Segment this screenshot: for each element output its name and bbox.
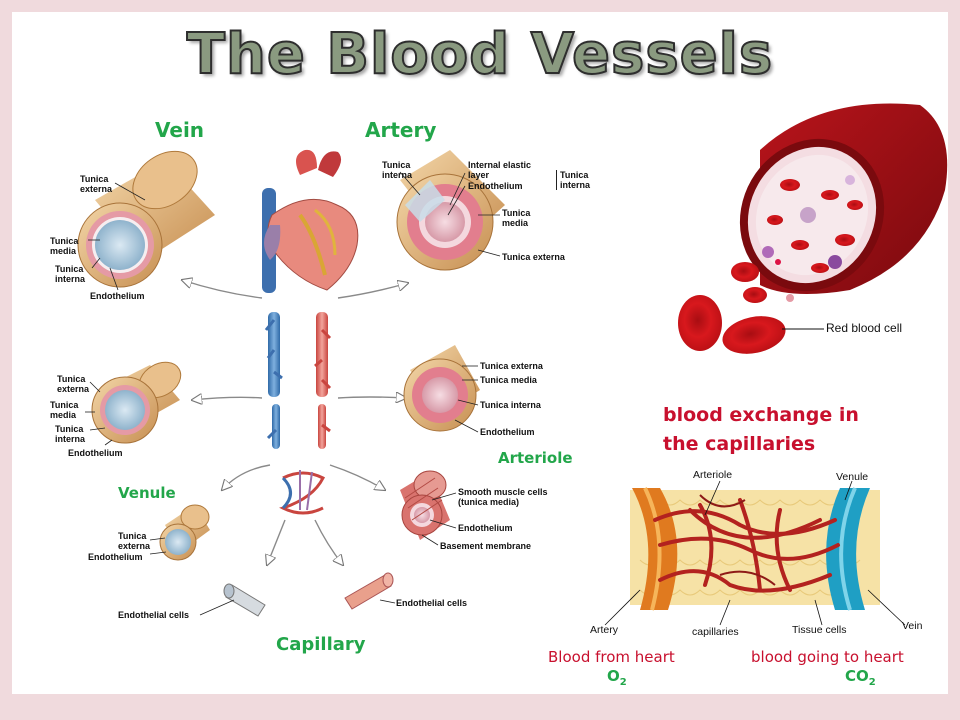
exchange-heading: blood exchange in the capillaries: [663, 401, 859, 459]
exchange-heading-line2: the capillaries: [663, 433, 816, 455]
artery-label-tunica-externa: Tunica externa: [502, 252, 565, 262]
arteriole-label-smooth-muscle: Smooth muscle cells (tunica media): [458, 487, 548, 507]
venule-label-endothelium: Endothelium: [88, 552, 143, 562]
blood-to-heart-label: blood going to heart: [751, 648, 904, 666]
leader-lines: [85, 171, 501, 616]
co2-text: CO: [845, 667, 869, 685]
small-artery-label-tunica-media: Tunica media: [480, 375, 537, 385]
small-vein-label-endothelium: Endothelium: [68, 448, 123, 458]
red-blood-cell-label: Red blood cell: [826, 321, 903, 335]
venule-heading: Venule: [118, 484, 176, 502]
small-artery-cross-section: [403, 345, 480, 432]
artery-label-internal-elastic: Internal elastic layer: [468, 160, 532, 180]
co2-label: CO2: [845, 667, 876, 688]
vein-label-endothelium: Endothelium: [90, 291, 145, 301]
exchange-label-capillaries: capillaries: [692, 626, 739, 638]
capillary-tube-vein-side: [223, 583, 266, 617]
blood-from-heart-label: Blood from heart: [548, 648, 675, 666]
vein-label-tunica-externa: Tunica externa: [80, 174, 113, 194]
capillary-exchange-illustration: [604, 480, 906, 626]
small-vein-label-tunica-externa: Tunica externa: [57, 374, 90, 394]
artery-label-tunica-interna-left: Tunica interna: [382, 160, 413, 180]
vein-cross-section: [77, 150, 215, 288]
exchange-label-venule: Venule: [836, 471, 869, 483]
small-artery-label-tunica-externa: Tunica externa: [480, 361, 543, 371]
exchange-label-artery: Artery: [590, 624, 619, 636]
exchange-label-vein: Vein: [902, 620, 923, 632]
artery-heading: Artery: [365, 118, 437, 142]
small-vein-cross-section: [91, 361, 182, 444]
vein-label-tunica-interna: Tunica interna: [55, 264, 86, 284]
artery-label-tunica-interna-right: Tunica interna: [556, 170, 590, 190]
co2-subscript: 2: [868, 677, 876, 688]
small-artery-label-tunica-interna: Tunica interna: [480, 400, 541, 410]
o2-subscript: 2: [619, 677, 627, 688]
capillary-heading: Capillary: [276, 634, 366, 655]
venule-cross-section: [159, 504, 210, 561]
o2-label: O2: [607, 667, 627, 688]
heart-illustration: [262, 149, 359, 293]
blood-vessel-illustration: [678, 103, 948, 354]
exchange-leader-lines: [604, 480, 906, 626]
flow-arrows: [182, 280, 408, 565]
exchange-label-arteriole: Arteriole: [693, 469, 733, 481]
artery-strip: [314, 312, 332, 449]
arteriole-cross-section: [400, 470, 450, 540]
capillary-label-right: Endothelial cells: [396, 598, 468, 608]
vein-label-tunica-media: Tunica media: [50, 236, 79, 256]
page-title: The Blood Vessels: [186, 21, 774, 88]
vein-heading: Vein: [155, 118, 205, 142]
arteriole-label-endothelium: Endothelium: [458, 523, 513, 533]
small-vein-label-tunica-interna: Tunica interna: [55, 424, 86, 444]
exchange-label-tissue-cells: Tissue cells: [792, 624, 847, 636]
capillary-label-left: Endothelial cells: [118, 610, 190, 620]
artery-label-endothelium: Endothelium: [468, 181, 523, 191]
o2-text: O: [607, 667, 620, 685]
exchange-heading-line1: blood exchange in: [663, 404, 859, 426]
venule-label-tunica-externa: Tunica externa: [118, 531, 151, 551]
small-vein-label-tunica-media: Tunica media: [50, 400, 79, 420]
artery-label-tunica-media: Tunica media: [502, 208, 531, 228]
arteriole-heading: Arteriole: [498, 449, 573, 467]
vein-strip: [264, 312, 283, 449]
capillary-tube-artery-side: [344, 572, 394, 610]
arteriole-label-basement-membrane: Basement membrane: [440, 541, 532, 551]
capillary-bed-mini: [279, 470, 326, 515]
small-artery-label-endothelium: Endothelium: [480, 427, 535, 437]
